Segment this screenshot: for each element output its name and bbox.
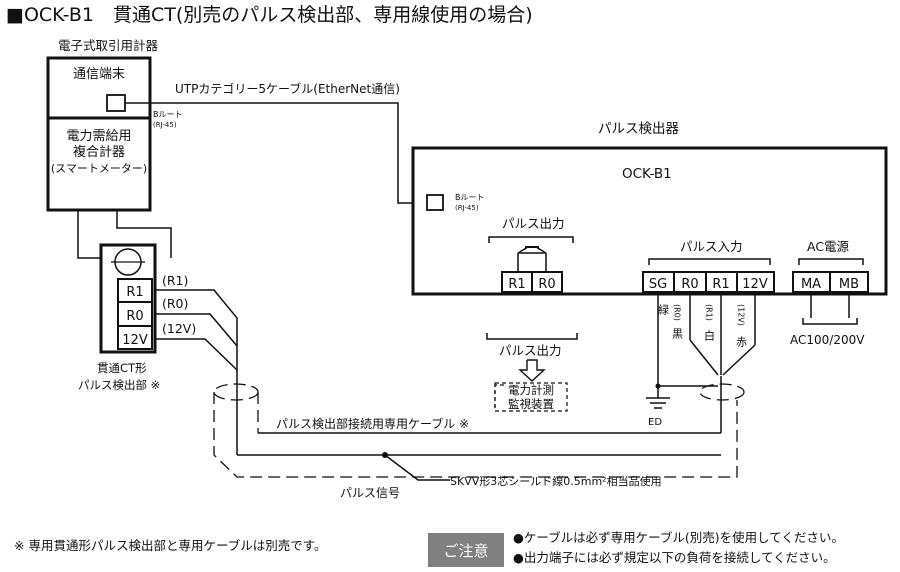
detector-rj45-label: (RJ-45) (455, 204, 479, 212)
caution-item: ●出力端子には必ず規定以下の負荷を接続してください。 (513, 550, 836, 565)
ground-label: ED (648, 417, 662, 428)
out-terminal-r1: R1 (508, 277, 525, 292)
pulse-output-device-label: パルス出力 (499, 343, 562, 358)
in-terminal-sg: SG (649, 277, 667, 292)
caution-badge: ご注意 (428, 533, 504, 567)
smart-meter-label-3: (スマートメーター) (51, 162, 147, 175)
ct-terminal-r0: R0 (126, 309, 143, 324)
meter-caption: 電子式取引用計器 (58, 38, 159, 53)
detector-rj45-port-icon (426, 194, 444, 211)
page-title: ■OCK-B1 貫通CT(別売のパルス検出部、専用線使用の場合) (6, 4, 533, 26)
pulse-signal-label: パルス信号 (340, 486, 400, 500)
meter-rj45-label: (RJ-45) (153, 121, 177, 129)
shield-cable-label: SKVV形3芯シールド線0.5mm²相当品使用 (450, 474, 662, 488)
smart-meter-box (46, 56, 152, 212)
ac-voltage-label: AC100/200V (790, 333, 865, 347)
out-terminal-r0: R0 (538, 277, 555, 292)
utp-cable-label: UTPカテゴリー5ケーブル(EtherNet通信) (175, 81, 400, 96)
caution-list: ●ケーブルは必ず専用ケーブル(別売)を使用してください。 ●出力端子には必ず規定… (513, 528, 844, 568)
footnote: ※ 専用貫通形パルス検出部と専用ケーブルは別売です。 (14, 538, 327, 553)
detector-caption: パルス検出器 (598, 121, 679, 137)
detector-model: OCK-B1 (622, 166, 672, 182)
dedicated-cable-label: パルス検出部接続用専用ケーブル ※ (276, 416, 469, 431)
transistor-icon (517, 246, 547, 272)
wire-white-label: 白 (703, 329, 716, 341)
ct-label-1: 貫通CT形 (97, 361, 147, 375)
pulse-out-label: パルス出力 (502, 216, 565, 231)
smart-meter-label-1: 電力需給用 (66, 129, 131, 144)
ct-lead-12v: (12V) (162, 321, 196, 336)
ct-lead-r0: (R0) (162, 296, 188, 311)
pulse-in-label: パルス入力 (680, 239, 743, 254)
ct-label-2: パルス検出部 ※ (78, 378, 160, 392)
wire-black-label: 黒 (671, 328, 684, 339)
in-terminal-r1: R1 (712, 277, 729, 292)
meter-rj45-port-icon (106, 94, 126, 112)
ac-terminal-mb: MB (839, 277, 859, 292)
in-terminal-r0: R0 (681, 277, 698, 292)
comm-terminal-label: 通信端末 (73, 67, 125, 82)
ac-power-label: AC電源 (807, 239, 850, 254)
ac-terminal-ma: MA (801, 277, 821, 292)
arrow-down-icon (518, 359, 546, 382)
monitoring-device-l1: 電力計測 (508, 383, 554, 397)
in-terminal-12v: 12V (742, 277, 768, 292)
ct-terminal-12v: 12V (122, 333, 148, 348)
wire-red-label: 赤 (735, 336, 748, 347)
monitoring-device-box (494, 382, 568, 412)
pulse-detector-box (411, 146, 888, 296)
wire-green-label: 緑 (657, 303, 670, 315)
ct-lead-r1: (R1) (162, 273, 188, 288)
ct-terminal-r1: R1 (126, 285, 143, 300)
detector-broute-label: Bルート (455, 193, 485, 202)
caution-item: ●ケーブルは必ず専用ケーブル(別売)を使用してください。 (513, 530, 844, 545)
smart-meter-label-2: 複合計器 (73, 144, 125, 160)
pulse-in-terminal-block (642, 271, 775, 293)
wire-white-sub: (R1) (705, 304, 714, 321)
wire-red-sub: (12V) (737, 304, 746, 326)
meter-broute-label: Bルート (153, 110, 183, 119)
wire-black-sub: (R0) (673, 304, 682, 321)
monitoring-device-l2: 監視装置 (508, 397, 554, 411)
